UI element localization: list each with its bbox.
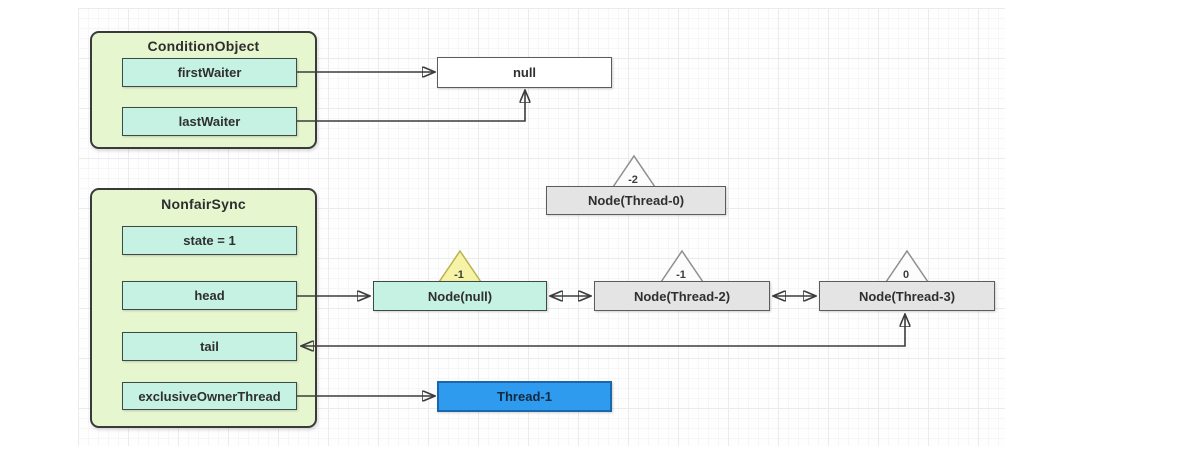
waitstatus-triangle-icon: -1 xyxy=(437,249,483,283)
field-exclusiveownerthread: exclusiveOwnerThread xyxy=(122,382,297,410)
field-tail: tail xyxy=(122,332,297,361)
field-head: head xyxy=(122,281,297,310)
node-thread3: Node(Thread-3) xyxy=(819,281,995,311)
waitstatus-triangle-icon: 0 xyxy=(884,249,930,283)
node-thread0: Node(Thread-0) xyxy=(546,186,726,215)
thread1-box: Thread-1 xyxy=(437,381,612,412)
condition-object-title: ConditionObject xyxy=(147,38,260,54)
field-firstwaiter: firstWaiter xyxy=(122,58,297,87)
field-lastwaiter: lastWaiter xyxy=(122,107,297,136)
waitstatus-node2: -1 xyxy=(676,269,686,281)
node-null: Node(null) xyxy=(373,281,547,311)
nonfairsync-title: NonfairSync xyxy=(161,196,246,212)
field-state: state = 1 xyxy=(122,226,297,255)
null-box: null xyxy=(437,57,612,88)
node-thread2: Node(Thread-2) xyxy=(594,281,770,311)
waitstatus-node3: 0 xyxy=(903,269,909,281)
waitstatus-triangle-icon: -1 xyxy=(659,249,705,283)
waitstatus-triangle-icon: -2 xyxy=(611,154,657,188)
waitstatus-node-null: -1 xyxy=(454,269,464,281)
waitstatus-node0: -2 xyxy=(628,174,638,186)
